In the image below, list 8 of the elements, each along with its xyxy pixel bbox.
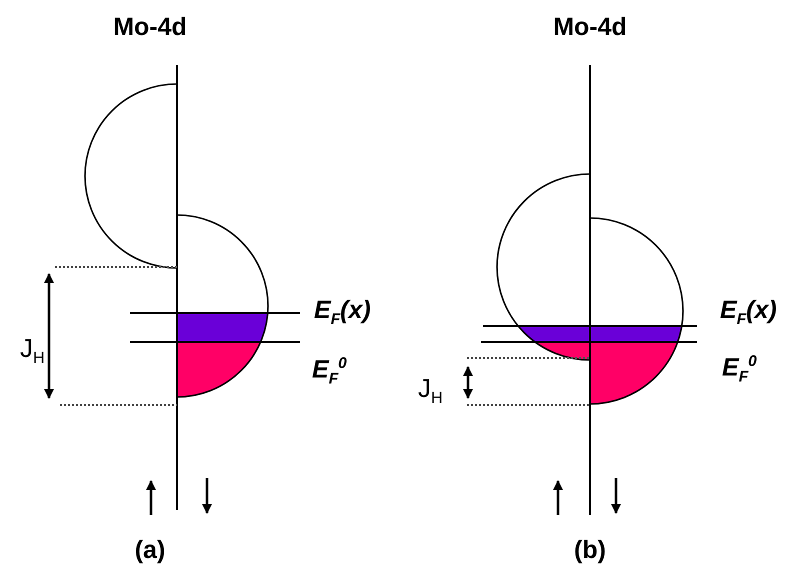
exchange-splitting-label: J$_{H}$: [418, 375, 443, 406]
fermi-level-label: E$_{F}$(x): [314, 298, 371, 328]
fermi-level-label: E$_{F}$(x): [720, 298, 777, 328]
panel-label: (a): [134, 538, 166, 563]
panel-heading: Mo-4d: [113, 15, 187, 40]
panel-heading: Mo-4d: [553, 15, 627, 40]
panel-label: (b): [574, 538, 606, 563]
exchange-splitting-label: J$_{H}$: [20, 335, 45, 366]
